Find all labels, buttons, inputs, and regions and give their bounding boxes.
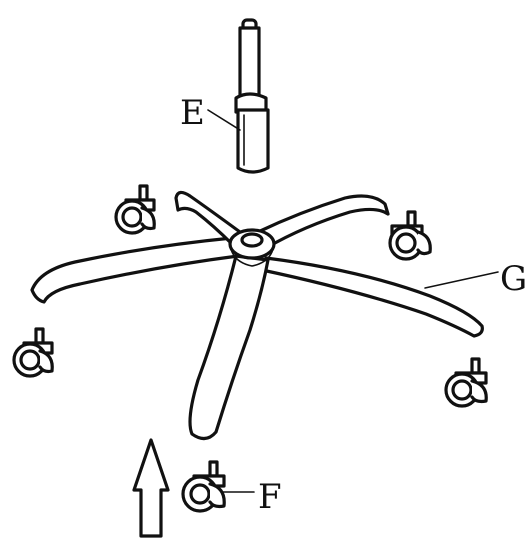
label-f: F <box>258 477 282 517</box>
label-leader-g <box>425 272 498 288</box>
caster-icon <box>116 186 154 233</box>
gas-lift-icon <box>236 20 268 172</box>
caster-icon <box>446 359 486 406</box>
up-arrow-icon <box>134 440 168 536</box>
caster-icon <box>183 462 224 511</box>
caster-icon <box>14 329 52 376</box>
caster-icon <box>390 212 430 259</box>
label-e: E <box>180 93 205 133</box>
label-g: G <box>500 259 525 299</box>
